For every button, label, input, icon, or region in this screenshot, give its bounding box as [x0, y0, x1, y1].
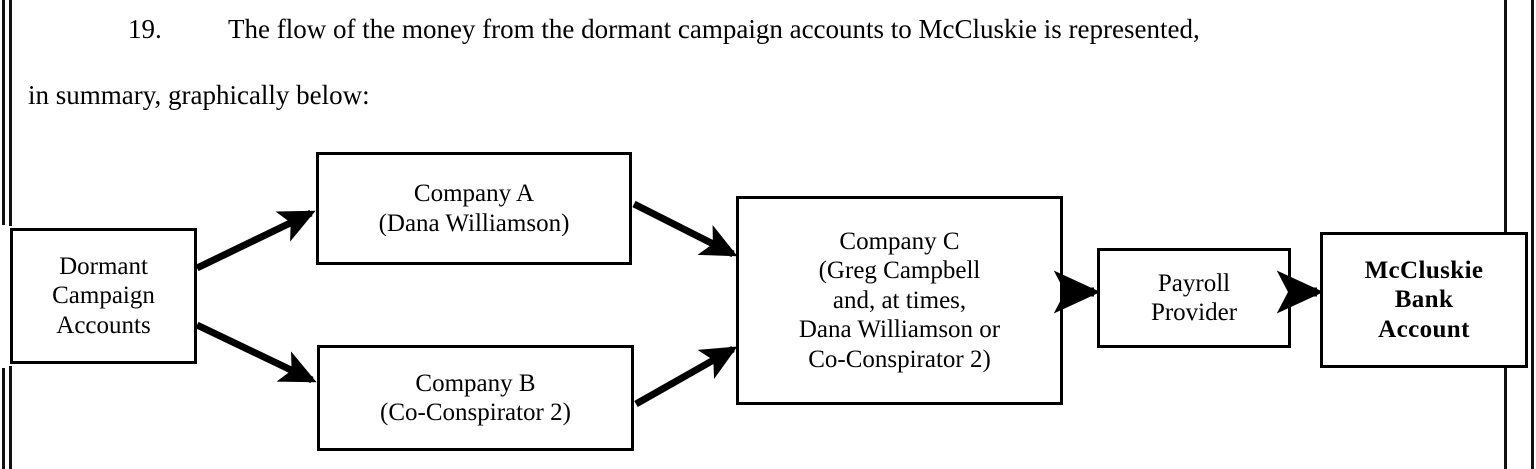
- arrow-dormant-to-company-a: [195, 209, 316, 272]
- node-label-line: Payroll: [1157, 269, 1231, 297]
- node-dormant-campaign-accounts: Dormant Campaign Accounts: [10, 228, 197, 364]
- left-margin-rule-outer-top: [2, 0, 5, 225]
- node-label-line: (Dana Williamson): [378, 209, 570, 237]
- paragraph-line-2: in summary, graphically below:: [28, 80, 370, 110]
- node-label-line: McCluskie: [1364, 256, 1484, 284]
- left-margin-rule-outer-bottom: [2, 368, 5, 469]
- node-company-a: Company A (Dana Williamson): [316, 152, 632, 265]
- node-label-line: Provider: [1150, 299, 1238, 326]
- node-mccluskie-bank-account: McCluskie Bank Account: [1320, 232, 1528, 368]
- node-label-line: Company A: [413, 180, 535, 207]
- node-label-line: Dana Williamson or: [798, 316, 1001, 344]
- node-label-line: (Co-Conspirator 2): [380, 399, 571, 426]
- node-payroll-provider: Payroll Provider: [1097, 248, 1291, 348]
- right-margin-rule-bottom: [1504, 368, 1507, 469]
- node-label-line: Account: [1378, 315, 1470, 343]
- node-label-line: (Greg Campbell: [818, 257, 981, 285]
- node-label-line: Co-Conspirator 2): [808, 345, 991, 373]
- arrow-company-b-to-company-c: [634, 345, 738, 408]
- arrow-company-a-to-company-c: [632, 200, 738, 258]
- node-company-c: Company C (Greg Campbell and, at times, …: [736, 196, 1063, 405]
- paragraph-line-1: The flow of the money from the dormant c…: [228, 14, 1200, 44]
- node-label-line: Bank: [1394, 286, 1454, 314]
- node-label-line: Dormant: [59, 252, 148, 280]
- right-margin-rule-top: [1504, 0, 1507, 232]
- node-company-b: Company B (Co-Conspirator 2): [317, 345, 634, 451]
- node-label-line: and, at times,: [832, 286, 967, 314]
- left-margin-rule-inner-bottom: [9, 366, 12, 469]
- arrow-dormant-to-company-b: [195, 321, 317, 384]
- page-edge-rule: [1531, 0, 1534, 469]
- node-label-line: Company C: [839, 227, 960, 255]
- node-label-line: Campaign: [52, 282, 155, 310]
- paragraph-number: 19.: [128, 14, 162, 44]
- left-margin-rule-inner-top: [9, 0, 12, 226]
- node-label-line: Company B: [415, 369, 536, 397]
- node-label-line: Accounts: [56, 311, 151, 339]
